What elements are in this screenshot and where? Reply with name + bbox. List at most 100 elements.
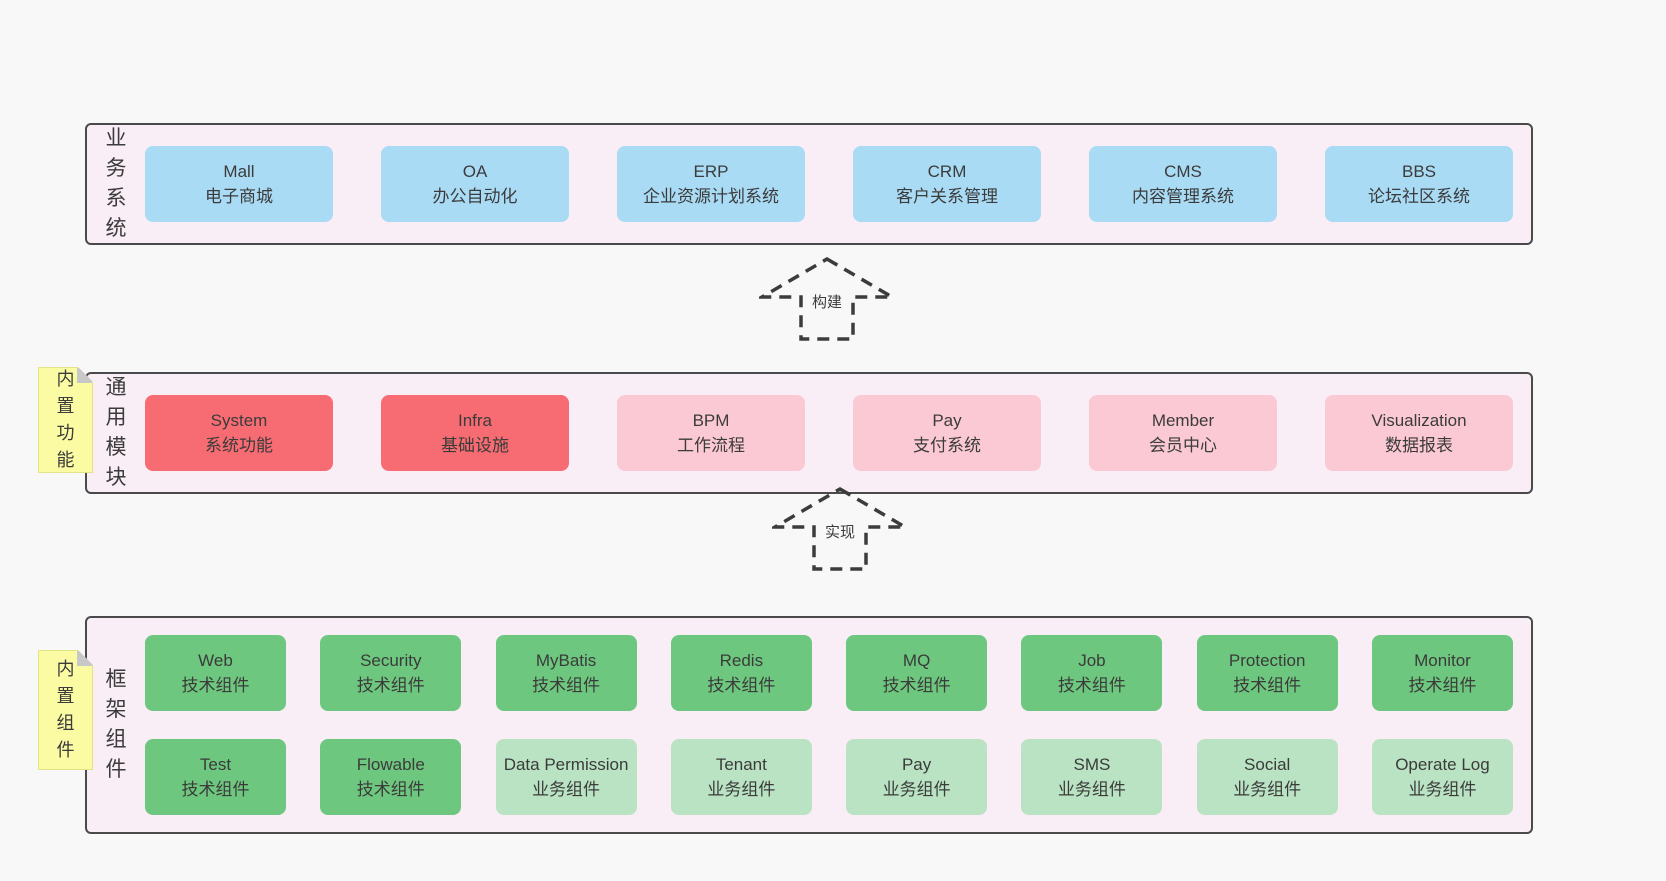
box-name: BBS <box>1401 161 1437 181</box>
box-name: Test <box>199 754 232 774</box>
box-mall: Mall 电子商城 <box>145 146 333 222</box>
sticky-note-builtin-components: 内 置 组 件 <box>38 650 93 770</box>
box-subtitle: 论坛社区系统 <box>1368 187 1470 206</box>
box-subtitle: 客户关系管理 <box>896 187 998 206</box>
box-subtitle: 技术组件 <box>181 676 250 695</box>
box-name: Flowable <box>356 754 425 774</box>
business-boxes-row: Mall 电子商城 OA 办公自动化 ERP 企业资源计划系统 CRM 客户关系… <box>145 125 1513 243</box>
components-boxes-grid: Web 技术组件 Security 技术组件 MyBatis 技术组件 Redi… <box>145 618 1513 832</box>
box-name: Security <box>360 650 422 670</box>
box-flowable: Flowable 技术组件 <box>320 739 462 815</box>
box-subtitle: 业务组件 <box>1057 780 1126 799</box>
box-name: Protection <box>1228 650 1306 670</box>
box-bpm: BPM 工作流程 <box>617 395 805 471</box>
up-arrow-implement: 实现 <box>772 486 908 572</box>
modules-boxes-row: System 系统功能 Infra 基础设施 BPM 工作流程 Pay 支付系统… <box>145 374 1513 492</box>
box-name: Monitor <box>1414 650 1471 670</box>
box-crm: CRM 客户关系管理 <box>853 146 1041 222</box>
box-sms: SMS 业务组件 <box>1021 739 1163 815</box>
box-web: Web 技术组件 <box>145 635 286 711</box>
dashed-up-arrow-icon <box>759 256 895 341</box>
box-name: Tenant <box>715 754 767 774</box>
box-cms: CMS 内容管理系统 <box>1089 146 1277 222</box>
box-name: ERP <box>693 161 729 181</box>
box-subtitle: 业务组件 <box>882 780 951 799</box>
box-name: Job <box>1078 650 1106 670</box>
box-redis: Redis 技术组件 <box>670 635 812 711</box>
box-bbs: BBS 论坛社区系统 <box>1325 146 1513 222</box>
box-pay-component: Pay 业务组件 <box>846 739 988 815</box>
box-subtitle: 电子商城 <box>205 187 273 206</box>
arrow-label-build: 构建 <box>807 290 847 313</box>
components-row-1: Web 技术组件 Security 技术组件 MyBatis 技术组件 Redi… <box>145 635 1513 711</box>
box-name: CRM <box>927 161 967 181</box>
box-social: Social 业务组件 <box>1196 739 1338 815</box>
box-name: Visualization <box>1371 410 1467 430</box>
sticky-note-text: 内 置 组 件 <box>56 659 75 760</box>
box-name: System <box>210 410 268 430</box>
box-name: SMS <box>1073 754 1111 774</box>
box-subtitle: 办公自动化 <box>432 187 518 206</box>
box-name: Mall <box>223 161 255 181</box>
box-name: MyBatis <box>535 650 597 670</box>
box-name: Member <box>1151 410 1215 430</box>
box-mybatis: MyBatis 技术组件 <box>495 635 637 711</box>
layer-framework-components: 框 架 组 件 Web 技术组件 Security 技术组件 MyBatis 技… <box>85 616 1533 834</box>
box-security: Security 技术组件 <box>320 635 462 711</box>
box-infra: Infra 基础设施 <box>381 395 569 471</box>
box-operate-log: Operate Log 业务组件 <box>1371 739 1513 815</box>
box-tenant: Tenant 业务组件 <box>670 739 812 815</box>
box-monitor: Monitor 技术组件 <box>1371 635 1513 711</box>
box-protection: Protection 技术组件 <box>1196 635 1338 711</box>
box-subtitle: 数据报表 <box>1385 436 1453 455</box>
box-subtitle: 业务组件 <box>707 780 776 799</box>
box-system: System 系统功能 <box>145 395 333 471</box>
box-subtitle: 技术组件 <box>707 676 776 695</box>
box-pay: Pay 支付系统 <box>853 395 1041 471</box>
box-subtitle: 系统功能 <box>205 436 273 455</box>
box-visualization: Visualization 数据报表 <box>1325 395 1513 471</box>
box-subtitle: 业务组件 <box>1233 780 1302 799</box>
box-name: Pay <box>932 410 962 430</box>
box-subtitle: 企业资源计划系统 <box>643 187 779 206</box>
box-name: Redis <box>719 650 764 670</box>
box-subtitle: 技术组件 <box>532 676 601 695</box>
box-oa: OA 办公自动化 <box>381 146 569 222</box>
box-name: Social <box>1244 754 1291 774</box>
box-subtitle: 技术组件 <box>882 676 951 695</box>
box-name: OA <box>462 161 488 181</box>
box-name: Pay <box>901 754 932 774</box>
sticky-note-text: 内 置 功 能 <box>56 369 75 470</box>
dashed-up-arrow-icon <box>772 486 908 571</box>
layer-common-modules: 通 用 模 块 System 系统功能 Infra 基础设施 BPM 工作流程 … <box>85 372 1533 494</box>
box-subtitle: 技术组件 <box>1408 676 1477 695</box>
arrow-label-implement: 实现 <box>820 520 860 543</box>
box-subtitle: 业务组件 <box>532 780 601 799</box>
box-subtitle: 会员中心 <box>1149 436 1217 455</box>
box-subtitle: 技术组件 <box>356 676 425 695</box>
box-subtitle: 业务组件 <box>1408 780 1477 799</box>
box-subtitle: 技术组件 <box>1057 676 1126 695</box>
box-name: Infra <box>457 410 493 430</box>
box-name: Operate Log <box>1395 754 1490 774</box>
box-test: Test 技术组件 <box>145 739 286 815</box>
box-data-permission: Data Permission 业务组件 <box>495 739 637 815</box>
layer-label-common-modules: 通 用 模 块 <box>105 375 127 490</box>
up-arrow-build: 构建 <box>759 256 895 342</box>
box-subtitle: 内容管理系统 <box>1132 187 1234 206</box>
box-subtitle: 技术组件 <box>356 780 425 799</box>
sticky-note-builtin-features: 内 置 功 能 <box>38 367 93 473</box>
layer-label-framework-components: 框 架 组 件 <box>105 667 127 782</box>
box-name: CMS <box>1164 161 1202 181</box>
box-subtitle: 基础设施 <box>441 436 509 455</box>
box-name: Web <box>198 650 233 670</box>
box-mq: MQ 技术组件 <box>846 635 988 711</box>
box-erp: ERP 企业资源计划系统 <box>617 146 805 222</box>
layer-business-systems: 业 务 系 统 Mall 电子商城 OA 办公自动化 ERP 企业资源计划系统 … <box>85 123 1533 245</box>
box-name: Data Permission <box>503 754 629 774</box>
box-subtitle: 技术组件 <box>1233 676 1302 695</box>
layer-label-business-systems: 业 务 系 统 <box>105 126 127 241</box>
box-subtitle: 工作流程 <box>677 436 745 455</box>
box-subtitle: 技术组件 <box>181 780 250 799</box>
